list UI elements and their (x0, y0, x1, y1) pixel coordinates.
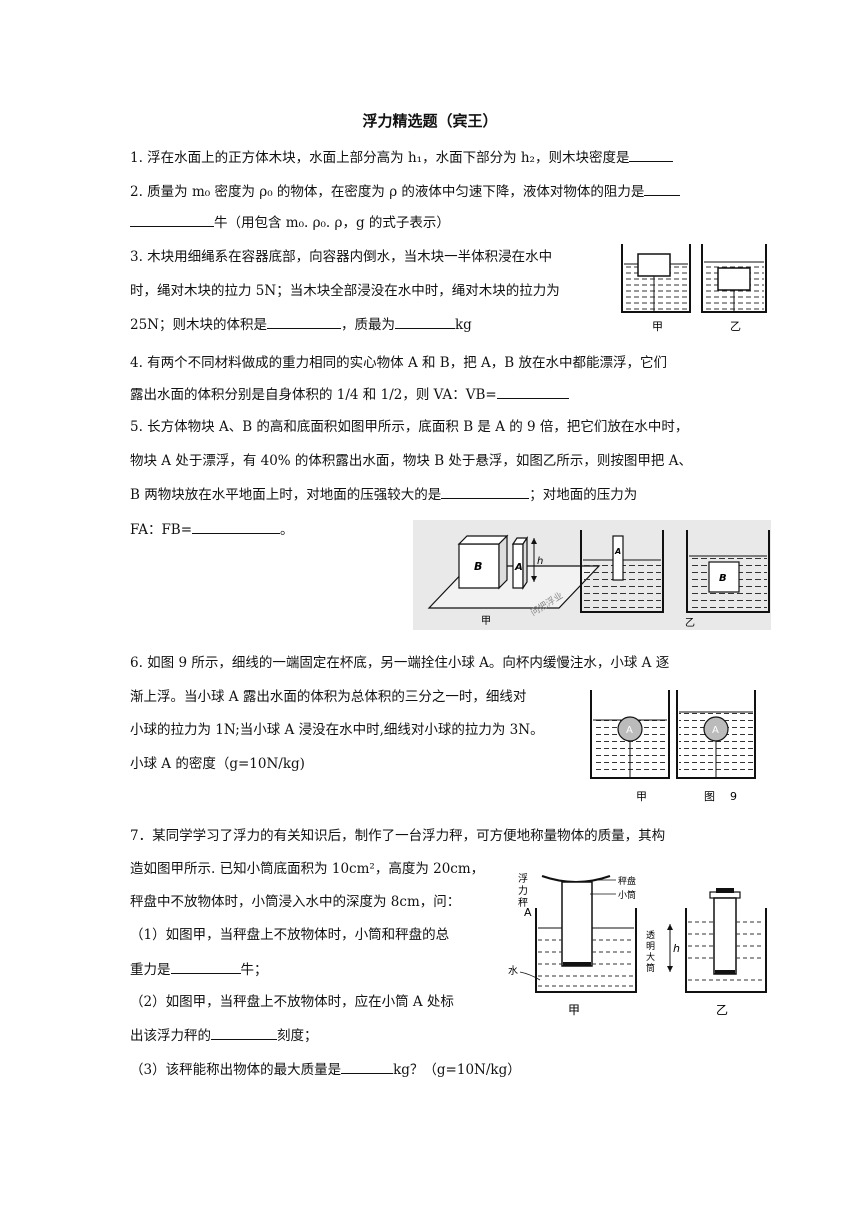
q7-label-big-tube: 透明大筒 (646, 930, 655, 974)
q7-label-jia: 甲 (568, 1003, 580, 1017)
q2-text-2: 牛（用包含 m₀. ρ₀. ρ，g 的式子表示） (214, 215, 450, 231)
q3-text-3a: 25N；则木块的体积是 (130, 317, 267, 333)
q5-text-3a: B 两物块放在水平地面上时，对地面的压强较大的是 (130, 487, 442, 503)
q5-text-4-end: 。 (280, 522, 294, 538)
q6-label-num: 9 (730, 790, 737, 803)
q4-line-1: 4. 有两个不同材料做成的重力相同的实心物体 A 和 B，把 A，B 放在水中都… (130, 355, 667, 371)
q7-text-5a: 重力是 (130, 962, 171, 978)
q5-label-yi: 乙 (685, 617, 695, 629)
q5-text-3b: ；对地面的压力为 (529, 487, 638, 503)
q7-figure: 秤盘 小筒 A 浮力秤 水 甲 透明大筒 h 乙 (508, 873, 767, 1017)
q7-line-6: （2）如图甲，当秤盘上不放物体时，应在小筒 A 处标 (130, 994, 454, 1010)
q6-line-4: 小球 A 的密度（g=10N/kg) (130, 756, 305, 772)
svg-text:B: B (719, 573, 727, 584)
q6-ball-right (703, 716, 729, 742)
q5-float-a (612, 535, 624, 581)
q5-line-1: 5. 长方体物块 A、B 的高和底面积如图甲所示，底面积 B 是 A 的 9 倍… (130, 419, 689, 435)
q2-blank-b (130, 213, 214, 227)
q5-suspend-b (708, 561, 740, 593)
q7-text-7a: 出该浮力秤的 (130, 1028, 211, 1044)
q3-fig-label-right: 乙 (730, 320, 741, 333)
q3-figure: 甲 乙 (621, 244, 767, 333)
svg-text:A: A (614, 547, 621, 556)
q2-text-1: 2. 质量为 m₀ 密度为 ρ₀ 的物体，在密度为 ρ 的液体中匀速下降，液体对… (130, 184, 645, 200)
q7-line-3: 秤盘中不放物体时，小筒浸入水中的深度为 8cm，问： (130, 894, 461, 910)
q6-line-2: 渐上浮。当小球 A 露出水面的体积为总体积的三分之一时，细线对 (130, 689, 527, 705)
q5-label-jia: 甲 (481, 616, 491, 627)
q7-small-tube-left (561, 881, 593, 967)
q7-line-1: 7．某同学学习了浮力的有关知识后，制作了一台浮力秤，可方便地称量物体的质量，其构 (130, 828, 666, 844)
q6-figure: A A 甲 图 9 (590, 690, 756, 803)
q5-blank-pressure (441, 485, 530, 499)
q5-line-3: B 两物块放在水平地面上时，对地面的压强较大的是 ；对地面的压力为 (130, 485, 637, 504)
q4-blank (496, 385, 569, 399)
q7-line-5: 重力是 牛； (130, 960, 268, 979)
q7-blank-max-mass (341, 1060, 394, 1074)
page-title: 浮力精选题（宾王） (362, 112, 498, 130)
q3-container-left (621, 244, 691, 313)
q7-label-scale-vertical: 浮力秤 (518, 873, 528, 909)
q5-blank-force (192, 520, 281, 534)
q5-beaker-2 (686, 530, 770, 613)
q3-blank-volume (267, 315, 341, 329)
q2-blank-a (644, 182, 681, 196)
q3-blank-mass (395, 315, 455, 329)
q1-blank (629, 148, 674, 162)
q7-line-7: 出该浮力秤的 刻度； (130, 1026, 318, 1045)
q3-text-3b: ，质最为 (341, 317, 395, 333)
q3-line-3: 25N；则木块的体积是 ，质最为 kg (130, 315, 472, 334)
q6-line-1: 6. 如图 9 所示，细线的一端固定在杯底，另一端拴住小球 A。向杯内缓慢注水，… (130, 655, 670, 671)
q1-line: 1. 浮在水面上的正方体木块，水面上部分高为 h₁，水面下部分为 h₂，则木块密… (130, 148, 674, 167)
q6-line-3: 小球的拉力为 1N;当小球 A 浸没在水中时,细线对小球的拉力为 3N。 (130, 722, 544, 738)
q4-line-2: 露出水面的体积分别是自身体积的 1/4 和 1/2，则 VA：VB= (130, 385, 569, 404)
q6-label-jia: 甲 (636, 790, 647, 803)
q2-line-2: 牛（用包含 m₀. ρ₀. ρ，g 的式子表示） (130, 213, 450, 232)
q4-text-2: 露出水面的体积分别是自身体积的 1/4 和 1/2，则 VA：VB= (130, 387, 497, 403)
q5-line-4: FA：FB= 。 (130, 520, 294, 539)
q7-label-h: h (673, 942, 680, 955)
q7-label-yi: 乙 (716, 1003, 728, 1017)
q7-label-A: A (524, 906, 532, 919)
q7-blank-scale (211, 1026, 277, 1040)
q5-text-4: FA：FB= (130, 522, 193, 538)
q5-label-b: B (474, 560, 482, 573)
q7-big-tube-left (535, 908, 637, 993)
q3-line-1: 3. 木块用细绳系在容器底部，向容器内倒水，当木块一半体积浸在水中 (130, 249, 553, 265)
q7-text-5b: 牛； (240, 962, 268, 978)
q3-block-right (717, 267, 751, 291)
q3-block-left (637, 253, 671, 277)
q7-line-2: 造如图甲所示. 已知小筒底面积为 10cm²，高度为 20cm， (130, 861, 485, 877)
q7-line-4: （1）如图甲，当秤盘上不放物体时，小筒和秤盘的总 (130, 927, 450, 943)
q7-text-8a: （3）该秤能称出物体的最大质量是 (130, 1062, 342, 1078)
q6-ball-label-left: A (626, 725, 633, 736)
q3-fig-label-left: 甲 (652, 320, 663, 333)
q7-text-8b: kg？（g=10N/kg） (393, 1062, 521, 1078)
q7-big-tube-right (685, 908, 767, 993)
q5-beaker-1 (580, 530, 664, 613)
q1-text: 1. 浮在水面上的正方体木块，水面上部分高为 h₁，水面下部分为 h₂，则木块密… (130, 150, 630, 166)
q6-label-tu: 图 (704, 790, 715, 803)
q7-text-7b: 刻度； (277, 1028, 318, 1044)
q7-label-pan: 秤盘 (618, 875, 636, 887)
q3-text-3c: kg (455, 317, 472, 333)
q7-small-tube-right (713, 897, 737, 975)
q7-label-water: 水 (508, 965, 518, 977)
q5-label-h: h (537, 556, 543, 567)
q6-ball-left (617, 716, 643, 742)
q7-line-8: （3）该秤能称出物体的最大质量是 kg？（g=10N/kg） (130, 1060, 521, 1079)
q7-label-tube: 小筒 (618, 889, 636, 901)
q2-line-1: 2. 质量为 m₀ 密度为 ρ₀ 的物体，在密度为 ρ 的液体中匀速下降，液体对… (130, 182, 681, 201)
q3-line-2: 时，绳对木块的拉力 5N；当木块全部浸没在水中时，绳对木块的拉力为 (130, 283, 560, 299)
svg-text:A: A (712, 725, 719, 736)
q5-line-2: 物块 A 处于漂浮，有 40% 的体积露出水面，物块 B 处于悬浮，如图乙所示，… (130, 453, 692, 469)
q7-blank-weight (170, 960, 241, 974)
q7-pan-left (541, 875, 611, 883)
q5-figure: B A h 甲 问把浮业 A B 乙 (413, 520, 771, 630)
q5-label-a: A (514, 562, 523, 573)
